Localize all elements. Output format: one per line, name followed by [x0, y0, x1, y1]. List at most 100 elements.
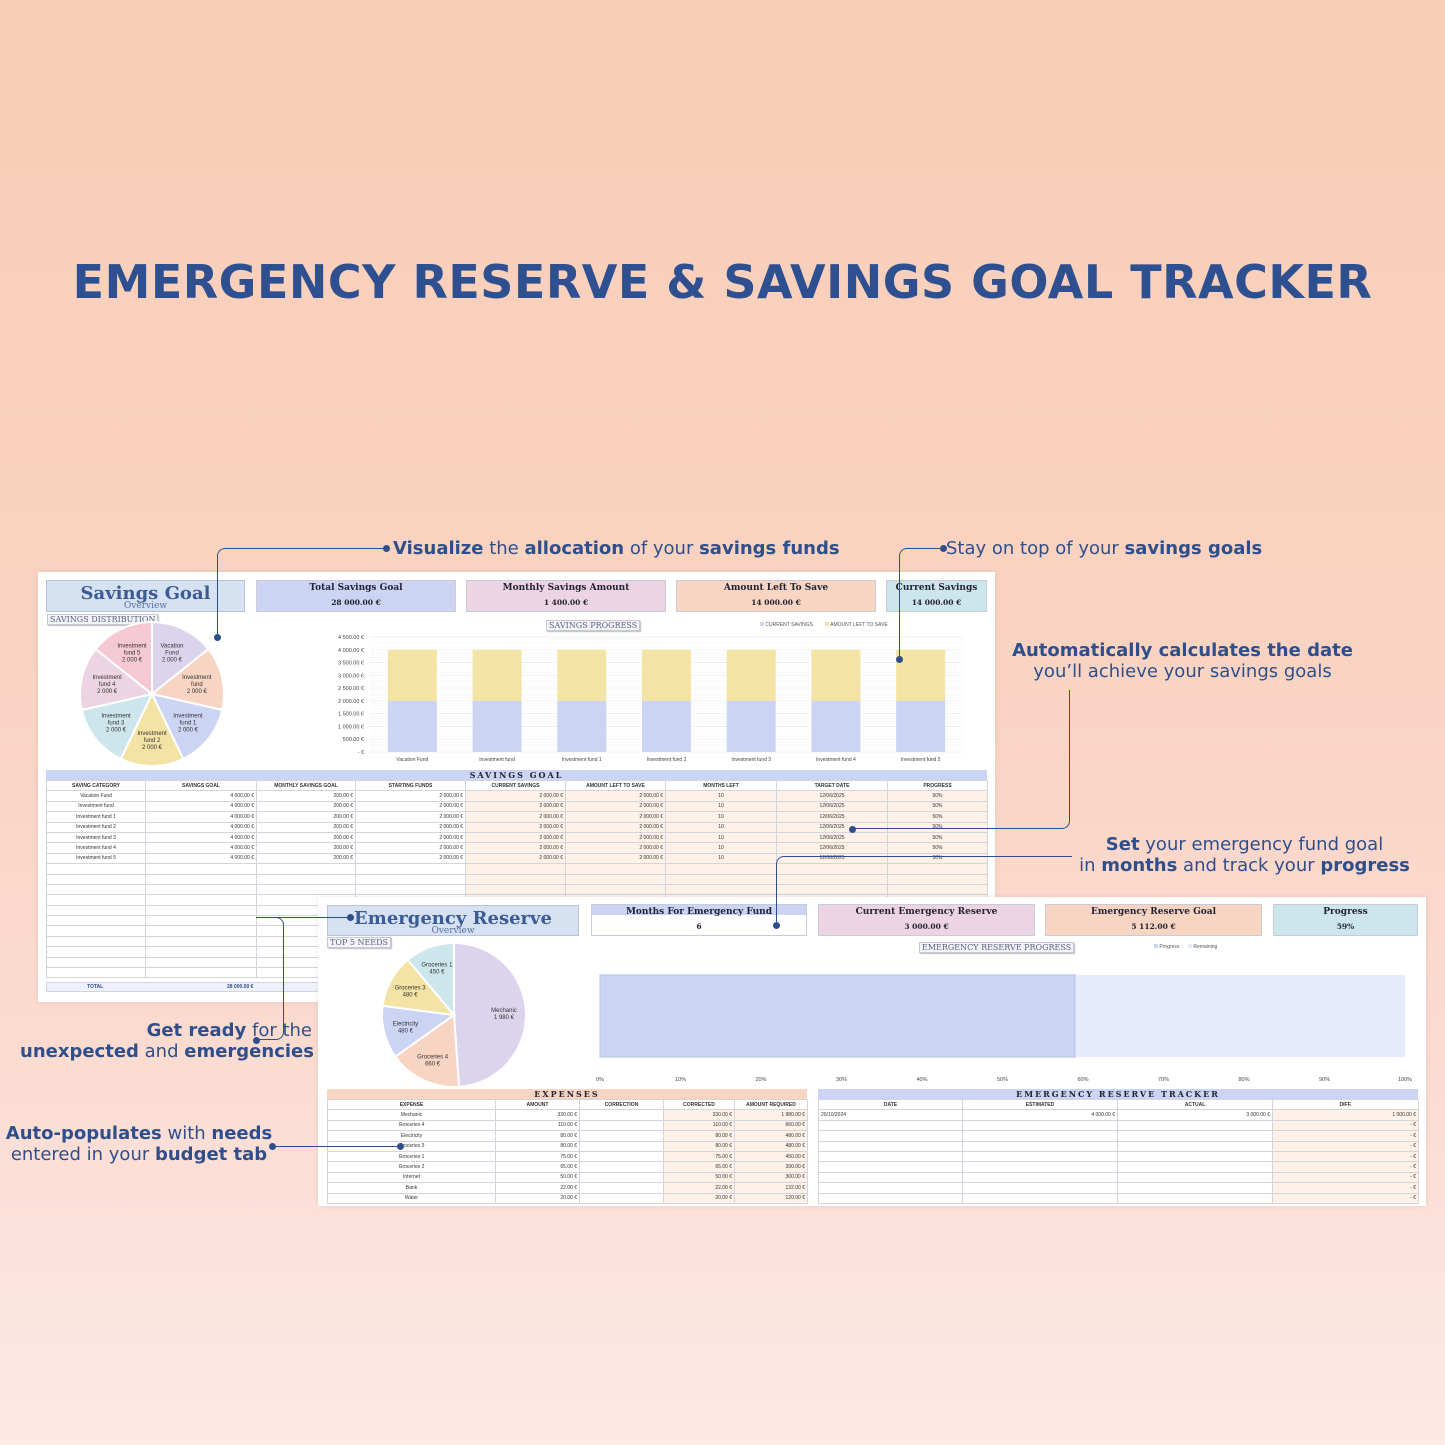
table-cell[interactable]: [1117, 1161, 1273, 1173]
table-cell[interactable]: [256, 883, 356, 896]
table-cell[interactable]: [145, 956, 257, 969]
table-cell[interactable]: Electricity: [327, 1130, 496, 1142]
table-cell[interactable]: 4 000.00 €: [145, 800, 257, 813]
table-cell[interactable]: 80.00 €: [663, 1140, 735, 1152]
table-cell[interactable]: [565, 863, 666, 875]
table-cell[interactable]: [46, 925, 146, 937]
table-cell[interactable]: [579, 1192, 664, 1204]
table-cell[interactable]: 10: [665, 790, 777, 802]
table-cell[interactable]: [565, 873, 666, 885]
table-cell[interactable]: Bank: [327, 1182, 496, 1194]
table-cell[interactable]: [145, 904, 257, 917]
table-cell[interactable]: 50%: [887, 831, 988, 844]
table-cell[interactable]: Investment fund 1: [46, 811, 146, 823]
table-cell[interactable]: [145, 935, 257, 948]
table-cell[interactable]: [818, 1161, 963, 1173]
table-cell[interactable]: Vacation Fund: [46, 790, 146, 802]
table-cell[interactable]: [818, 1150, 963, 1163]
table-cell[interactable]: [1117, 1150, 1273, 1163]
table-cell[interactable]: [818, 1119, 963, 1132]
table-cell[interactable]: 4 000.00 €: [145, 842, 257, 854]
table-cell[interactable]: [962, 1140, 1118, 1152]
table-cell[interactable]: [818, 1171, 963, 1184]
table-cell[interactable]: 4 000.00 €: [962, 1109, 1118, 1121]
table-cell[interactable]: 1 000.00 €: [1272, 1109, 1419, 1121]
table-cell[interactable]: 2 000.00 €: [465, 831, 566, 844]
table-cell[interactable]: 2 000.00 €: [355, 852, 466, 865]
table-cell[interactable]: 2 000.00 €: [355, 831, 466, 844]
table-cell[interactable]: [145, 863, 257, 875]
table-cell[interactable]: 2 000.00 €: [465, 852, 566, 865]
table-cell[interactable]: 110.00 €: [495, 1119, 580, 1132]
table-cell[interactable]: [46, 946, 146, 958]
table-cell[interactable]: 200.00 €: [256, 811, 356, 823]
table-cell[interactable]: [145, 894, 257, 906]
table-cell[interactable]: 2 000.00 €: [465, 842, 566, 854]
table-cell[interactable]: 10: [665, 831, 777, 844]
table-cell[interactable]: 10: [665, 852, 777, 865]
table-cell[interactable]: [256, 873, 356, 885]
table-cell[interactable]: 50.00 €: [663, 1171, 735, 1184]
table-cell[interactable]: 480.00 €: [734, 1130, 808, 1142]
table-cell[interactable]: [46, 915, 146, 927]
table-cell[interactable]: Water: [327, 1192, 496, 1204]
table-cell[interactable]: 2 000.00 €: [355, 821, 466, 833]
table-cell[interactable]: 660.00 €: [734, 1119, 808, 1132]
table-cell[interactable]: [1117, 1192, 1273, 1204]
table-cell[interactable]: [579, 1109, 664, 1121]
table-cell[interactable]: [46, 956, 146, 969]
table-cell[interactable]: [145, 925, 257, 937]
table-cell[interactable]: 20.00 €: [495, 1192, 580, 1204]
table-cell[interactable]: [962, 1182, 1118, 1194]
table-cell[interactable]: [355, 863, 466, 875]
table-cell[interactable]: [46, 883, 146, 896]
table-cell[interactable]: 10: [665, 800, 777, 813]
table-cell[interactable]: [565, 883, 666, 896]
table-cell[interactable]: [1117, 1130, 1273, 1142]
table-cell[interactable]: [1117, 1119, 1273, 1132]
table-cell[interactable]: 2 000.00 €: [565, 831, 666, 844]
table-cell[interactable]: 2 000.00 €: [355, 811, 466, 823]
table-cell[interactable]: 120.00 €: [734, 1192, 808, 1204]
table-cell[interactable]: 2 000.00 €: [465, 811, 566, 823]
table-cell[interactable]: 10: [665, 811, 777, 823]
table-cell[interactable]: 2 000.00 €: [565, 842, 666, 854]
table-cell[interactable]: 2 000.00 €: [565, 811, 666, 823]
table-cell[interactable]: Investment fund 5: [46, 852, 146, 865]
table-cell[interactable]: 4 000.00 €: [145, 790, 257, 802]
table-cell[interactable]: 80.00 €: [663, 1130, 735, 1142]
table-cell[interactable]: [1117, 1140, 1273, 1152]
table-cell[interactable]: [46, 935, 146, 948]
table-cell[interactable]: 80.00 €: [495, 1130, 580, 1142]
table-cell[interactable]: [465, 873, 566, 885]
table-cell[interactable]: [579, 1130, 664, 1142]
table-cell[interactable]: 132.00 €: [734, 1182, 808, 1194]
table-cell[interactable]: Groceries 4: [327, 1119, 496, 1132]
table-cell[interactable]: 12/06/2025: [776, 842, 888, 854]
table-cell[interactable]: 22.00 €: [495, 1182, 580, 1194]
table-cell[interactable]: Internet: [327, 1171, 496, 1184]
table-cell[interactable]: [962, 1130, 1118, 1142]
table-cell[interactable]: 75.00 €: [663, 1150, 735, 1163]
table-cell[interactable]: [145, 946, 257, 958]
table-cell[interactable]: [465, 883, 566, 896]
table-cell[interactable]: [579, 1182, 664, 1194]
table-cell[interactable]: [579, 1119, 664, 1132]
table-cell[interactable]: [355, 873, 466, 885]
table-cell[interactable]: 80.00 €: [495, 1140, 580, 1152]
table-cell[interactable]: [818, 1182, 963, 1194]
table-cell[interactable]: [1117, 1171, 1273, 1184]
table-cell[interactable]: - €: [1272, 1140, 1419, 1152]
table-cell[interactable]: [579, 1161, 664, 1173]
table-cell[interactable]: 2 000.00 €: [565, 821, 666, 833]
table-cell[interactable]: 2 000.00 €: [565, 852, 666, 865]
table-cell[interactable]: 200.00 €: [256, 790, 356, 802]
table-cell[interactable]: 450.00 €: [734, 1150, 808, 1163]
table-cell[interactable]: 10: [665, 821, 777, 833]
table-cell[interactable]: 20.00 €: [663, 1192, 735, 1204]
table-cell[interactable]: 2 000.00 €: [355, 800, 466, 813]
table-cell[interactable]: 4 000.00 €: [145, 821, 257, 833]
table-cell[interactable]: 200.00 €: [256, 821, 356, 833]
table-cell[interactable]: [1117, 1182, 1273, 1194]
table-cell[interactable]: [145, 883, 257, 896]
